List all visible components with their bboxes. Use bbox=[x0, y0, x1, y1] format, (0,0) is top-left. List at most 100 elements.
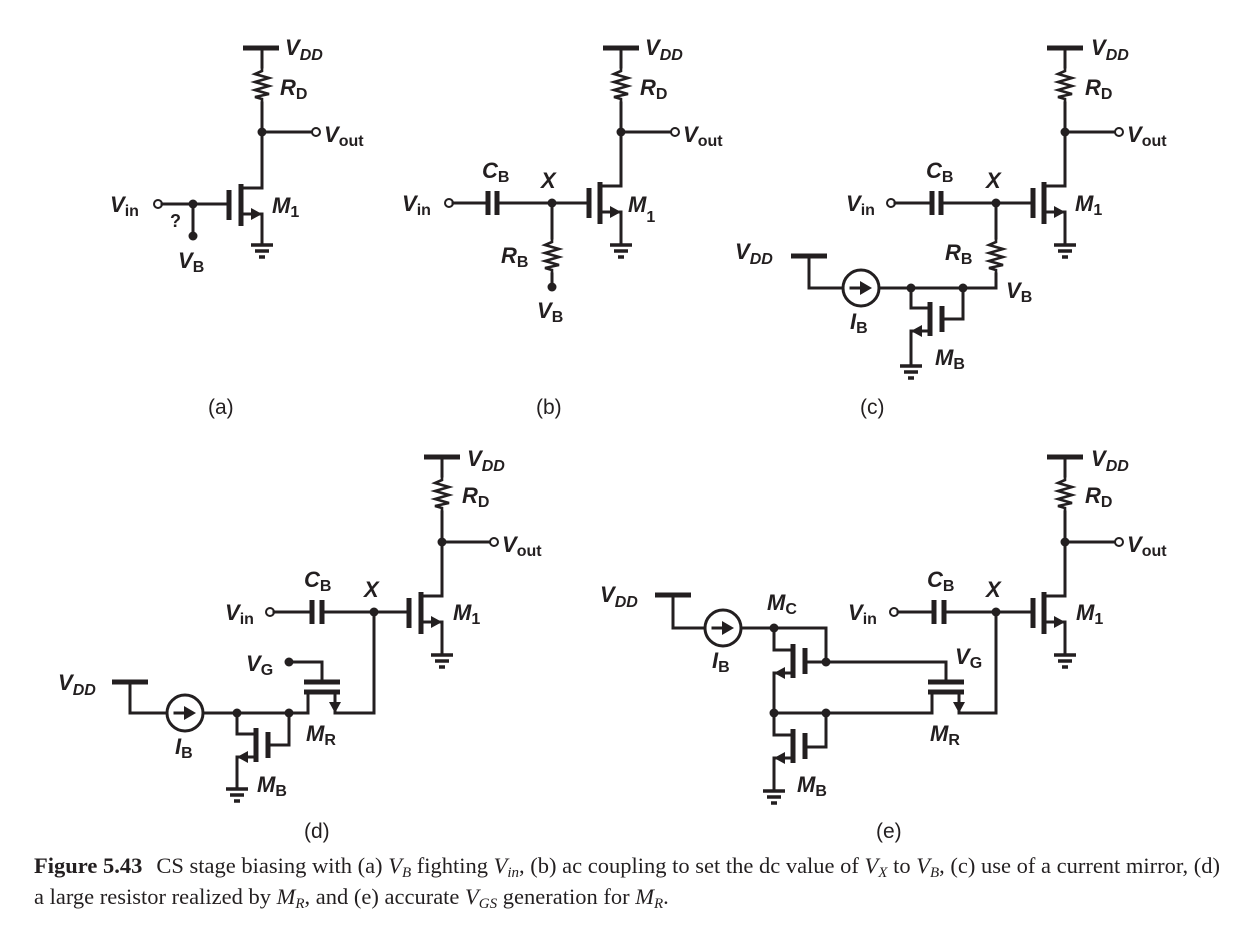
drain-resistor bbox=[1056, 65, 1074, 105]
label-x: X bbox=[984, 577, 1002, 602]
label-rd: RD bbox=[280, 75, 307, 103]
caption-symbol: V bbox=[388, 853, 402, 878]
label-m1: M1 bbox=[272, 193, 299, 221]
label-ib: IB bbox=[175, 734, 193, 762]
label-vout: Vout bbox=[683, 122, 723, 150]
label-vb: VB bbox=[178, 248, 204, 276]
panel-label-e: (e) bbox=[876, 820, 902, 843]
label-x: X bbox=[984, 168, 1002, 193]
label-x: X bbox=[539, 168, 557, 193]
label-vdd: VDD bbox=[1091, 35, 1129, 64]
label-cb: CB bbox=[927, 567, 954, 595]
caption-symbol: V bbox=[493, 853, 508, 878]
panel-d: VDD RD Vout Vin CB X M1 VG MR VDD IB MB … bbox=[58, 446, 542, 843]
label-vb: VB bbox=[1006, 278, 1032, 306]
label-vg: VG bbox=[955, 644, 982, 672]
caption-text: . bbox=[663, 884, 669, 909]
label-rd: RD bbox=[640, 75, 667, 103]
label-vout: Vout bbox=[1127, 532, 1167, 560]
caption-text: CS stage biasing with (a) bbox=[156, 853, 389, 878]
vb-node bbox=[188, 231, 198, 241]
caption-symbol: V bbox=[864, 853, 879, 878]
panel-b: VDD RD Vout Vin CB X M1 RB VB (b) bbox=[402, 35, 723, 419]
drain-resistor bbox=[1056, 474, 1074, 514]
label-rb: RB bbox=[945, 240, 972, 268]
label-m1: M1 bbox=[1075, 191, 1102, 219]
vout-terminal bbox=[1114, 537, 1124, 547]
label-rd: RD bbox=[1085, 483, 1112, 511]
vout-terminal bbox=[489, 537, 499, 547]
label-rd: RD bbox=[462, 483, 489, 511]
label-ib: IB bbox=[712, 648, 730, 676]
caption-subscript: X bbox=[878, 865, 888, 881]
bias-resistor bbox=[543, 236, 561, 276]
label-vin: Vin bbox=[846, 191, 875, 219]
panel-c: VDD RD Vout Vin CB X M1 RB VB VDD IB MB … bbox=[735, 35, 1167, 419]
label-mr: MR bbox=[930, 721, 960, 749]
caption-subscript: B bbox=[929, 865, 940, 881]
label-vdd: VDD bbox=[1091, 446, 1129, 475]
label-vdd: VDD bbox=[645, 35, 683, 64]
drain-resistor bbox=[253, 65, 271, 105]
label-vdd: VDD bbox=[285, 35, 323, 64]
caption-subscript: in bbox=[507, 865, 520, 881]
drain-resistor bbox=[612, 65, 630, 105]
vout-terminal bbox=[1114, 127, 1124, 137]
bias-resistor bbox=[987, 236, 1005, 276]
caption-text: generation for bbox=[497, 884, 636, 909]
label-ib: IB bbox=[850, 309, 868, 337]
label-x: X bbox=[362, 577, 380, 602]
label-m1: M1 bbox=[1076, 600, 1103, 628]
label-cb: CB bbox=[304, 567, 331, 595]
label-vin: Vin bbox=[402, 191, 431, 219]
caption-symbol: V bbox=[916, 853, 930, 878]
label-vin: Vin bbox=[110, 192, 139, 220]
label-vb: VB bbox=[537, 298, 563, 326]
label-mb: MB bbox=[935, 345, 965, 373]
label-vg: VG bbox=[246, 651, 273, 679]
caption-symbol: M bbox=[276, 884, 296, 909]
circuit-figure: VDD RD Vout Vin M1 ? VB (a) bbox=[58, 35, 1167, 843]
caption-text: , (c) use of a current mirror, (d) a lar… bbox=[34, 853, 1220, 909]
caption-symbol: V bbox=[465, 884, 479, 909]
panel-a: VDD RD Vout Vin M1 ? VB (a) bbox=[110, 35, 364, 419]
caption-subscript: B bbox=[401, 865, 412, 881]
caption-subscript: R bbox=[653, 896, 664, 912]
caption-text: , (b) ac coupling to set the dc value of bbox=[519, 853, 865, 878]
label-m1: M1 bbox=[628, 192, 655, 226]
label-rd: RD bbox=[1085, 75, 1112, 103]
circuit-canvas: VDD RD Vout Vin M1 ? VB (a) bbox=[58, 35, 1167, 843]
caption-text: fighting bbox=[411, 853, 494, 878]
caption-subscript: GS bbox=[478, 896, 498, 912]
vout-terminal bbox=[670, 127, 680, 137]
label-m1: M1 bbox=[453, 600, 480, 628]
label-mc: MC bbox=[767, 590, 797, 618]
label-vout: Vout bbox=[1127, 122, 1167, 150]
label-mb: MB bbox=[797, 772, 827, 800]
label-vout: Vout bbox=[502, 532, 542, 560]
label-vdd-bias: VDD bbox=[58, 670, 96, 699]
label-vout: Vout bbox=[324, 122, 364, 150]
panel-label-b: (b) bbox=[536, 396, 562, 419]
label-vin: Vin bbox=[225, 600, 254, 628]
panel-label-c: (c) bbox=[860, 396, 885, 419]
label-vdd-bias: VDD bbox=[735, 239, 773, 268]
vb-node bbox=[547, 282, 557, 292]
caption-subscript: R bbox=[295, 896, 305, 912]
label-mb: MB bbox=[257, 772, 287, 800]
label-cb: CB bbox=[926, 158, 953, 186]
label-mr: MR bbox=[306, 721, 336, 749]
label-rb: RB bbox=[501, 243, 528, 271]
caption-symbol: M bbox=[635, 884, 654, 909]
label-vdd: VDD bbox=[467, 446, 505, 475]
caption-text: , and (e) accurate bbox=[304, 884, 466, 909]
label-question: ? bbox=[170, 211, 181, 231]
panel-label-d: (d) bbox=[304, 820, 330, 843]
drain-resistor bbox=[433, 474, 451, 514]
panel-e: VDD RD Vout Vin CB X M1 VG MR VDD MC IB … bbox=[600, 446, 1167, 843]
label-vdd-bias: VDD bbox=[600, 582, 638, 611]
figure-number: Figure 5.43 bbox=[34, 853, 143, 878]
label-cb: CB bbox=[482, 158, 509, 186]
caption-text: to bbox=[887, 853, 917, 878]
